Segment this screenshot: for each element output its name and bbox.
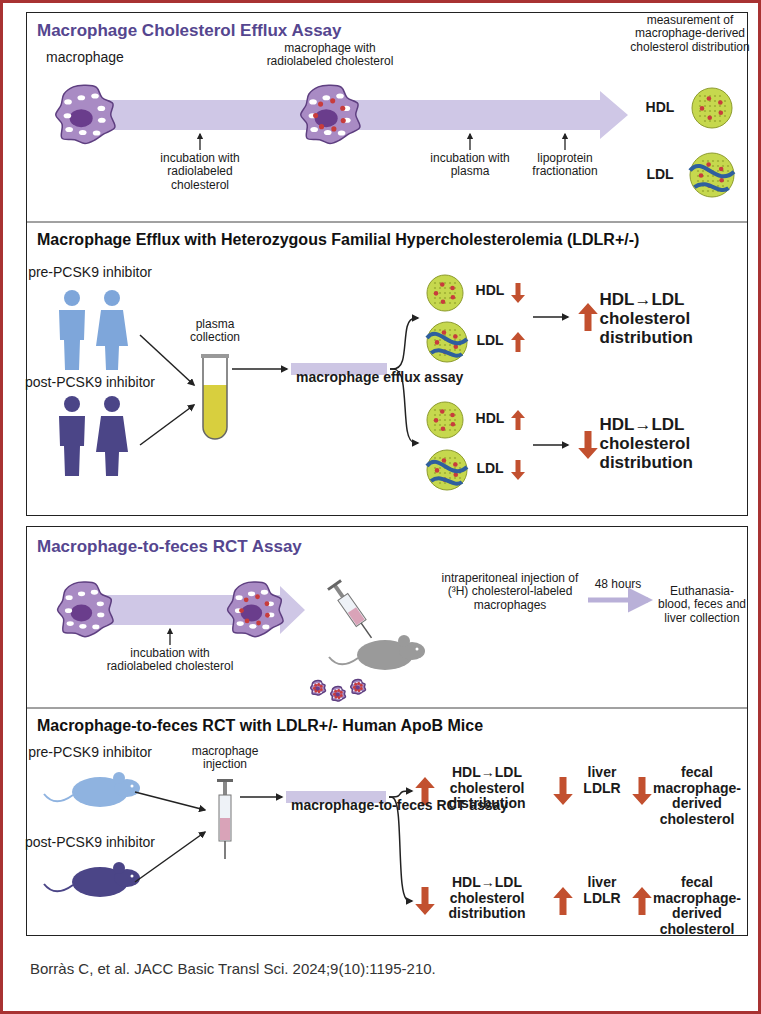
process-box: macrophage efflux assay bbox=[291, 363, 387, 375]
subsection-heading: Macrophage-to-feces RCT with LDLR+/- Hum… bbox=[37, 717, 483, 735]
syringe bbox=[217, 779, 233, 859]
flow-arrow bbox=[232, 368, 287, 370]
macrophage-cell bbox=[311, 681, 326, 696]
particle-label: LDL bbox=[470, 333, 510, 349]
particle-label: HDL bbox=[640, 100, 680, 116]
syringe bbox=[327, 579, 378, 642]
result-label: liver LDLR bbox=[572, 875, 632, 906]
macrophage-cell bbox=[331, 687, 346, 702]
flow-arrow bbox=[533, 316, 568, 318]
result-label: HDL→LDL cholesterol distribution bbox=[435, 875, 540, 922]
macrophage-cell bbox=[301, 85, 360, 143]
flow-arrow bbox=[389, 791, 412, 797]
step-label: measurement of macrophage-derived choles… bbox=[625, 14, 755, 54]
step-label: pre-PCSK9 inhibitor bbox=[10, 745, 170, 761]
decrease-arrow bbox=[415, 887, 435, 915]
person-figure bbox=[59, 396, 85, 476]
increase-arrow bbox=[511, 332, 525, 352]
decrease-arrow bbox=[511, 283, 525, 303]
flow-arrow bbox=[564, 134, 565, 150]
flow-arrow bbox=[390, 318, 418, 369]
flow-arrow bbox=[469, 134, 470, 150]
panel-divider bbox=[27, 708, 747, 709]
macrophage-cell bbox=[58, 582, 114, 637]
step-label: macrophage with radiolabeled cholesterol bbox=[265, 42, 395, 69]
ldl-particle bbox=[690, 153, 734, 197]
increase-arrow bbox=[511, 410, 525, 430]
result-label: HDL→LDL cholesterol distribution bbox=[435, 765, 540, 812]
step-label: macrophage injection bbox=[180, 745, 270, 772]
increase-arrow bbox=[632, 887, 652, 915]
mouse-figure bbox=[329, 635, 425, 670]
particle-label: LDL bbox=[640, 167, 680, 183]
decrease-arrow bbox=[578, 431, 598, 459]
person-figure bbox=[96, 290, 128, 370]
section-heading: Macrophage Cholesterol Efflux Assay bbox=[37, 21, 342, 41]
step-label: macrophage bbox=[30, 50, 140, 66]
step-label: incubation with radiolabeled cholesterol bbox=[140, 152, 260, 192]
panel-divider bbox=[27, 222, 747, 223]
box-label: macrophage efflux assay bbox=[296, 369, 463, 385]
result-label: HDL→LDL cholesterol distribution bbox=[600, 290, 745, 347]
decrease-arrow bbox=[553, 777, 573, 805]
hdl-particle bbox=[692, 88, 732, 128]
step-label: plasma collection bbox=[170, 318, 260, 345]
step-label: incubation with plasma bbox=[420, 152, 520, 179]
step-label: post-PCSK9 inhibitor bbox=[10, 835, 170, 851]
macrophage-cell bbox=[56, 85, 115, 143]
flow-arrow bbox=[588, 598, 648, 603]
caption: Borràs C, et al. JACC Basic Transl Sci. … bbox=[30, 960, 436, 977]
ldl-particle bbox=[427, 450, 467, 490]
result-label: liver LDLR bbox=[572, 765, 632, 796]
step-label: pre-PCSK9 inhibitor bbox=[10, 265, 170, 281]
flow-arrow bbox=[240, 796, 282, 798]
mouse-figure bbox=[44, 772, 140, 807]
hdl-particle bbox=[427, 275, 463, 311]
increase-arrow bbox=[578, 303, 598, 331]
result-label: fecal macrophage-derived cholesterol bbox=[650, 765, 745, 828]
particle-label: LDL bbox=[470, 461, 510, 477]
process-box: macrophage-to-feces RCT assay bbox=[286, 791, 386, 803]
particle-label: HDL bbox=[470, 411, 510, 427]
increase-arrow bbox=[553, 887, 573, 915]
hdl-particle bbox=[427, 402, 463, 438]
step-label: Euthanasia- blood, feces and liver colle… bbox=[657, 585, 747, 625]
step-label: incubation with radiolabeled cholesterol bbox=[105, 647, 235, 674]
decrease-arrow bbox=[632, 777, 652, 805]
mouse-figure bbox=[44, 862, 140, 897]
subsection-heading: Macrophage Efflux with Heterozygous Fami… bbox=[37, 231, 639, 249]
macrophage-cell bbox=[228, 582, 284, 637]
particle-label: HDL bbox=[470, 283, 510, 299]
section-heading: Macrophage-to-feces RCT Assay bbox=[37, 537, 302, 557]
flow-arrow bbox=[140, 405, 194, 445]
result-label: fecal macrophage-derived cholesterol bbox=[650, 875, 745, 938]
step-label: lipoprotein fractionation bbox=[515, 152, 615, 179]
plasma-tube bbox=[201, 354, 229, 439]
step-label: 48 hours bbox=[588, 578, 648, 591]
person-figure bbox=[59, 290, 85, 370]
person-figure bbox=[96, 396, 128, 476]
ldl-particle bbox=[427, 322, 467, 362]
flow-arrow bbox=[169, 629, 170, 645]
flow-arrow bbox=[135, 792, 205, 810]
step-label: post-PCSK9 inhibitor bbox=[10, 375, 170, 391]
macrophage-cell bbox=[351, 680, 366, 695]
flow-arrow bbox=[533, 444, 568, 446]
result-label: HDL→LDL cholesterol distribution bbox=[600, 415, 745, 472]
decrease-arrow bbox=[511, 460, 525, 480]
flow-arrow bbox=[199, 134, 200, 150]
step-label: intraperitoneal injection of (³H) choles… bbox=[440, 572, 580, 612]
process-band bbox=[100, 91, 628, 139]
